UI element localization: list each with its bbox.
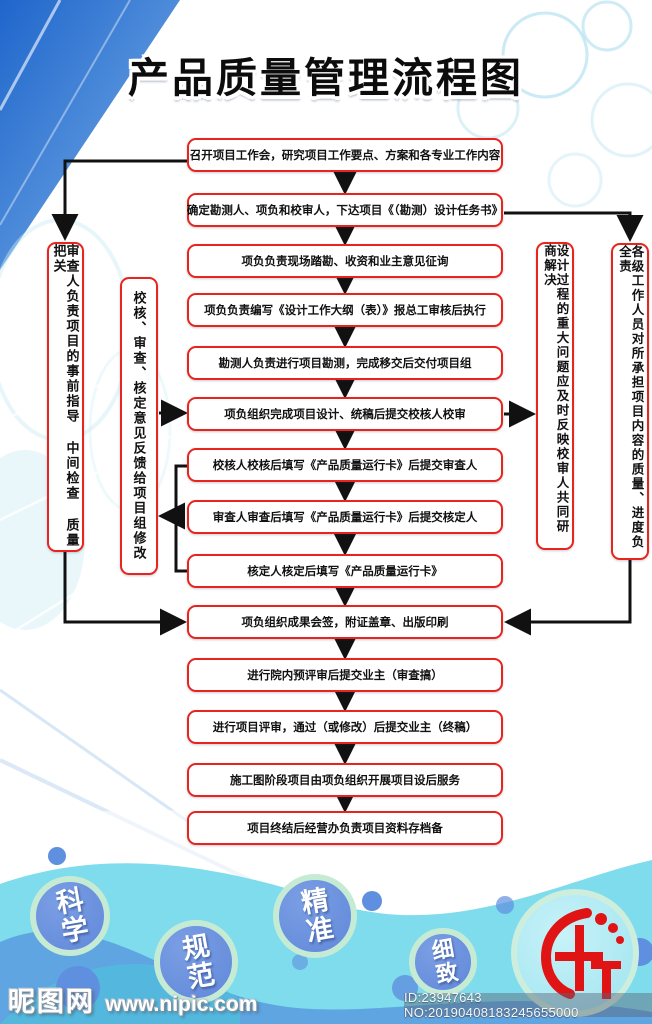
- side-note-feedback: 校核、审查、核定意见反馈给项目组修改: [120, 277, 158, 575]
- flow-step: 召开项目工作会，研究项目工作要点、方案和各专业工作内容: [187, 138, 503, 172]
- nipic-site-name: 昵图网: [8, 987, 95, 1017]
- company-logo-icon: [540, 908, 624, 999]
- nipic-site-url: www.nipic.com: [105, 993, 258, 1016]
- flow-step: 勘测人负责进行项目勘测，完成移交后交付项目组: [187, 346, 503, 380]
- flow-step: 项负组织成果会签，附证盖章、出版印刷: [187, 605, 503, 639]
- company-logo-badge: [511, 889, 639, 1017]
- side-note-responsibility: 各级工作人员对所承担项目内容的质量、进度负全责: [611, 243, 649, 560]
- flow-step: 进行项目评审，通过（或修改）后提交业主（终稿）: [187, 710, 503, 744]
- poster-title: 产品质量管理流程图: [128, 55, 524, 101]
- badge-precision: 精准: [273, 874, 357, 958]
- badge-meticulous: 细致: [409, 928, 477, 996]
- flow-step: 核定人核定后填写《产品质量运行卡》: [187, 554, 503, 588]
- side-note-supervision: 审查人负责项目的事前指导 中间检查 质量把关: [47, 242, 84, 552]
- flow-step: 校核人校核后填写《产品质量运行卡》后提交审查人: [187, 448, 503, 482]
- flow-step: 进行院内预评审后提交业主（审查搞）: [187, 658, 503, 692]
- badge-standard: 规范: [154, 920, 238, 1004]
- flow-step: 项目终结后经营办负责项目资料存档备: [187, 811, 503, 845]
- side-note-major-issues: 设计过程的重大问题应及时反映校审人共同研商解决: [536, 242, 574, 550]
- flow-step: 审查人审查后填写《产品质量运行卡》后提交核定人: [187, 500, 503, 534]
- flow-step: 施工图阶段项目由项负组织开展项目设后服务: [187, 763, 503, 797]
- nipic-watermark: 昵图网 www.nipic.com: [8, 980, 258, 1019]
- flow-step: 项负组织完成项目设计、统稿后提交校核人校审: [187, 397, 503, 431]
- flow-step: 项负负责现场踏勘、收资和业主意见征询: [187, 244, 503, 278]
- flow-step: 项负负责编写《设计工作大纲（表）》报总工审核后执行: [187, 293, 503, 327]
- flow-step: 确定勘测人、项负和校审人，下达项目《（勘测）设计任务书》: [187, 193, 503, 227]
- badge-science: 科学: [30, 876, 110, 956]
- image-id-bar: ID:23947643 NO:20190408183245655000: [404, 990, 652, 1020]
